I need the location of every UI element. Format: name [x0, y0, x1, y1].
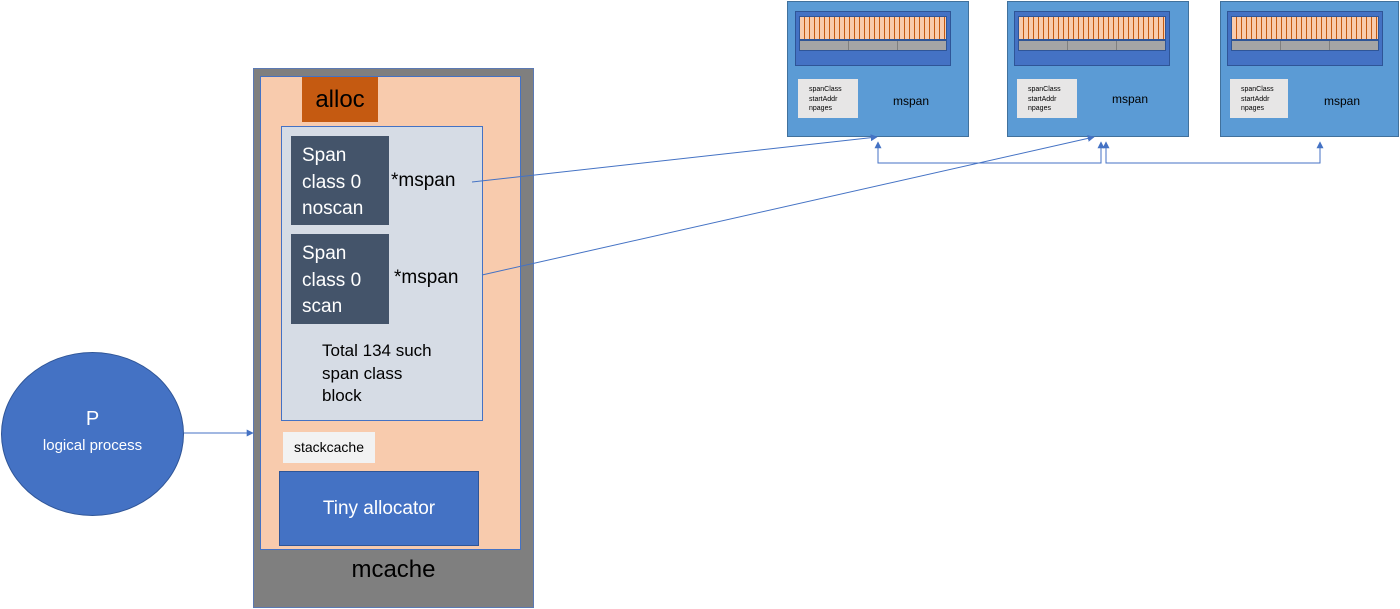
tiny-allocator-box: Tiny allocator [279, 471, 479, 546]
process-label: logical process [42, 437, 143, 454]
stackcache-label: stackcache [283, 432, 375, 463]
span-class-block-scan: Span class 0 scan [291, 234, 389, 324]
logical-process-node: P logical process [1, 352, 184, 516]
mspan-pointer-label: *mspan [394, 267, 459, 288]
process-letter: P [85, 408, 100, 430]
pointer-arrow-2 [481, 134, 1095, 276]
note-line: Total 134 such [322, 341, 432, 360]
mspan-field: spanClass [1241, 86, 1274, 93]
mspan-field: spanClass [1028, 86, 1061, 93]
note-line: block [322, 386, 362, 405]
mspan-pages [799, 40, 947, 51]
span-block-line: scan [302, 296, 343, 317]
span-class-block-noscan: Span class 0 noscan [291, 136, 389, 225]
mspan-link-1-2 [874, 141, 1105, 164]
mspan-fields-box: spanClass startAddr npages [1017, 79, 1077, 118]
mspan-field: startAddr [1028, 95, 1057, 103]
mspan-objects [799, 16, 947, 40]
span-block-line: noscan [302, 198, 364, 219]
mspan-pages [1018, 40, 1166, 51]
mspan-field: startAddr [1241, 95, 1270, 103]
mspan-link-2-3 [1102, 141, 1324, 164]
mspan-objects [1018, 16, 1166, 40]
mspan-objects [1231, 16, 1379, 40]
mspan-label: mspan [1324, 94, 1361, 108]
mspan-fields-box: spanClass startAddr npages [1230, 79, 1288, 118]
span-block-line: class 0 [302, 269, 362, 291]
note-line: span class [322, 363, 403, 383]
mspan-pointer-label: *mspan [391, 170, 456, 191]
mspan-label: mspan [893, 94, 930, 108]
mspan-field: npages [1241, 105, 1264, 112]
mspan-field: npages [809, 105, 832, 112]
mspan-field: startAddr [809, 95, 838, 103]
span-block-line: class 0 [302, 171, 362, 193]
mspan-field: spanClass [809, 86, 842, 93]
span-block-line: Span [302, 243, 347, 264]
mspan-pages [1231, 40, 1379, 51]
mspan-label: mspan [1112, 92, 1149, 106]
mspan-fields-box: spanClass startAddr npages [798, 79, 858, 118]
span-block-line: Span [302, 145, 347, 166]
pointer-arrow-1 [471, 134, 878, 183]
total-span-class-note: Total 134 such span class block [322, 340, 472, 408]
alloc-label: alloc [302, 77, 378, 122]
mcache-label: mcache [351, 556, 436, 583]
mspan-field: npages [1028, 105, 1051, 112]
